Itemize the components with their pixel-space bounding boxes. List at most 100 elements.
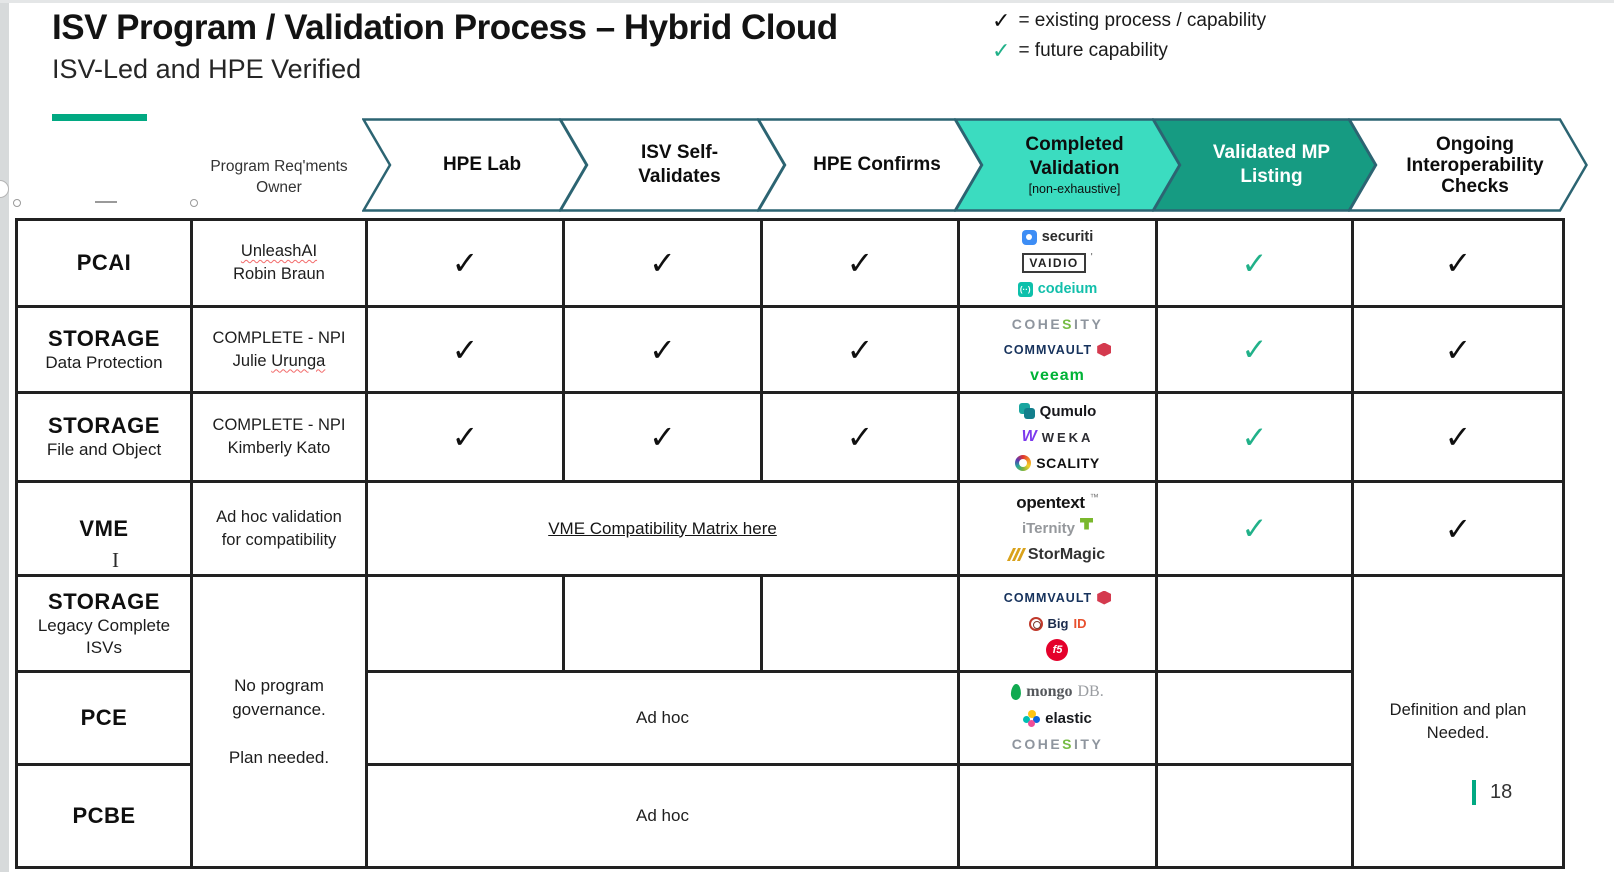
check-icon: ✓: [649, 419, 676, 455]
left-gutter: [0, 0, 9, 872]
check-icon: ✓: [1444, 419, 1472, 455]
check-icon-green: ✓: [1241, 419, 1268, 455]
logo-weka: W WEKA: [1021, 428, 1094, 445]
text-cursor: [112, 548, 124, 570]
logo-cell-storage-fo: Qumulo W WEKA SCALITY: [960, 394, 1155, 480]
chevron-hpe-confirms: HPE Confirms: [757, 118, 983, 212]
accent-bar: [52, 114, 147, 121]
row-category-pcai: PCAI: [18, 221, 190, 305]
owner-cell-pcai: UnleashAI Robin Braun: [193, 221, 365, 305]
elastic-icon: [1023, 709, 1041, 727]
empty-cell: [960, 766, 1155, 866]
check-icon-green: ✓: [1241, 245, 1268, 281]
vme-matrix-link[interactable]: VME Compatibility Matrix here: [548, 518, 777, 538]
check-icon: ✓: [1444, 331, 1472, 368]
chevron-completed-validation: Completed Validation [non-exhaustive]: [954, 118, 1181, 212]
top-strip: [0, 0, 1614, 3]
check-cell-future: ✓: [1158, 308, 1351, 391]
stormagic-icon: [1006, 548, 1026, 561]
check-icon: ✓: [846, 419, 874, 455]
logo-opentext: opentext ™: [1016, 491, 1099, 512]
empty-cell: [763, 577, 957, 670]
owner-cell-storage-dp: COMPLETE - NPI Julie Urunga: [193, 308, 365, 391]
logo-cell-storage-dp: COHESITY COMMVAULT veeam: [960, 308, 1155, 391]
adhoc-cell-pce: Ad hoc: [368, 673, 957, 763]
check-cell: ✓: [1354, 221, 1562, 305]
selection-handle[interactable]: [190, 199, 198, 207]
check-icon: ✓: [451, 331, 479, 368]
check-cell-future: ✓: [1158, 394, 1351, 480]
logo-codeium: (··) codeium: [1017, 278, 1097, 300]
row-category-storage-legacy: STORAGE Legacy Complete ISVs: [18, 577, 190, 670]
logo-commvault: COMMVAULT: [1004, 339, 1112, 361]
check-icon: ✓: [992, 8, 1011, 33]
selection-handle[interactable]: [13, 199, 21, 207]
slide-number: 18: [1490, 781, 1513, 803]
page-subtitle: ISV-Led and HPE Verified: [52, 54, 362, 84]
check-icon: ✓: [451, 245, 479, 281]
check-cell: ✓: [1354, 394, 1562, 480]
check-icon: ✓: [451, 419, 479, 455]
logo-stormagic: StorMagic: [1006, 544, 1105, 566]
logo-commvault: COMMVAULT: [1004, 587, 1112, 609]
check-icon: ✓: [1444, 510, 1472, 547]
logo-cohesity: COHESITY: [1011, 736, 1104, 752]
legend-existing-label: = existing process / capability: [1018, 10, 1267, 31]
logo-securiti: securiti: [1021, 226, 1093, 248]
check-icon: ✓: [1444, 245, 1472, 281]
row-category-vme: VME: [18, 483, 190, 574]
adhoc-cell-pcbe: Ad hoc: [368, 766, 957, 866]
row-category-pce: PCE: [18, 673, 190, 763]
chevron-ongoing-interop: Ongoing Interoperability Checks: [1348, 118, 1588, 212]
f5-icon: f5: [1046, 638, 1069, 661]
logo-f5: f5: [1046, 638, 1069, 661]
slide-footer: 18: [1472, 780, 1512, 805]
row-category-storage-fo: STORAGE File and Object: [18, 394, 190, 480]
chevron-isv-self-validates: ISV Self-Validates: [559, 118, 786, 212]
check-cell: ✓: [565, 394, 760, 480]
row-category-pcbe: PCBE: [18, 766, 190, 866]
logo-veeam: veeam: [1030, 366, 1085, 384]
definition-cell: Definition and plan Needed.: [1354, 577, 1562, 866]
owner-cell-vme: Ad hoc validation for compatibility: [193, 483, 365, 574]
check-cell: ✓: [565, 221, 760, 305]
check-cell-future: ✓: [1158, 221, 1351, 305]
check-icon: ✓: [649, 331, 676, 368]
page-title: ISV Program / Validation Process – Hybri…: [52, 8, 838, 47]
empty-cell: [1158, 766, 1351, 866]
check-cell: ✓: [1354, 308, 1562, 391]
mongodb-icon: [1010, 683, 1022, 701]
scality-icon: [1015, 455, 1032, 471]
qumulo-icon: [1018, 403, 1035, 419]
vme-matrix-link-cell: VME Compatibility Matrix here: [368, 483, 957, 574]
empty-cell: [1158, 577, 1351, 670]
check-icon-green: ✓: [992, 38, 1011, 63]
logo-cell-vme: opentext ™ iTernity StorMagic: [960, 483, 1155, 574]
check-cell: ✓: [368, 308, 562, 391]
footer-accent-bar: [1472, 780, 1476, 805]
check-cell: ✓: [763, 221, 957, 305]
legend-future: ✓ = future capability: [992, 36, 1266, 66]
check-cell: ✓: [565, 308, 760, 391]
check-icon-green: ✓: [1241, 332, 1268, 367]
check-cell: ✓: [368, 221, 562, 305]
securiti-icon: [1021, 229, 1037, 245]
check-icon-green: ✓: [1241, 511, 1268, 546]
check-icon: ✓: [846, 245, 874, 281]
validation-table: PCAI UnleashAI Robin Braun ✓ ✓ ✓ securit…: [15, 218, 1565, 869]
selection-handle-dash[interactable]: [95, 201, 117, 203]
legend-future-label: = future capability: [1018, 40, 1168, 61]
logo-cohesity: COHESITY: [1011, 315, 1104, 332]
check-cell: ✓: [1354, 483, 1562, 574]
check-cell: ✓: [368, 394, 562, 480]
commvault-icon: [1097, 590, 1112, 605]
empty-cell: [368, 577, 562, 670]
logo-cell-pcai: securiti VAIDIO ' (··) codeium: [960, 221, 1155, 305]
weka-icon: W: [1021, 428, 1037, 445]
row-category-storage-dp: STORAGE Data Protection: [18, 308, 190, 391]
empty-cell: [565, 577, 760, 670]
